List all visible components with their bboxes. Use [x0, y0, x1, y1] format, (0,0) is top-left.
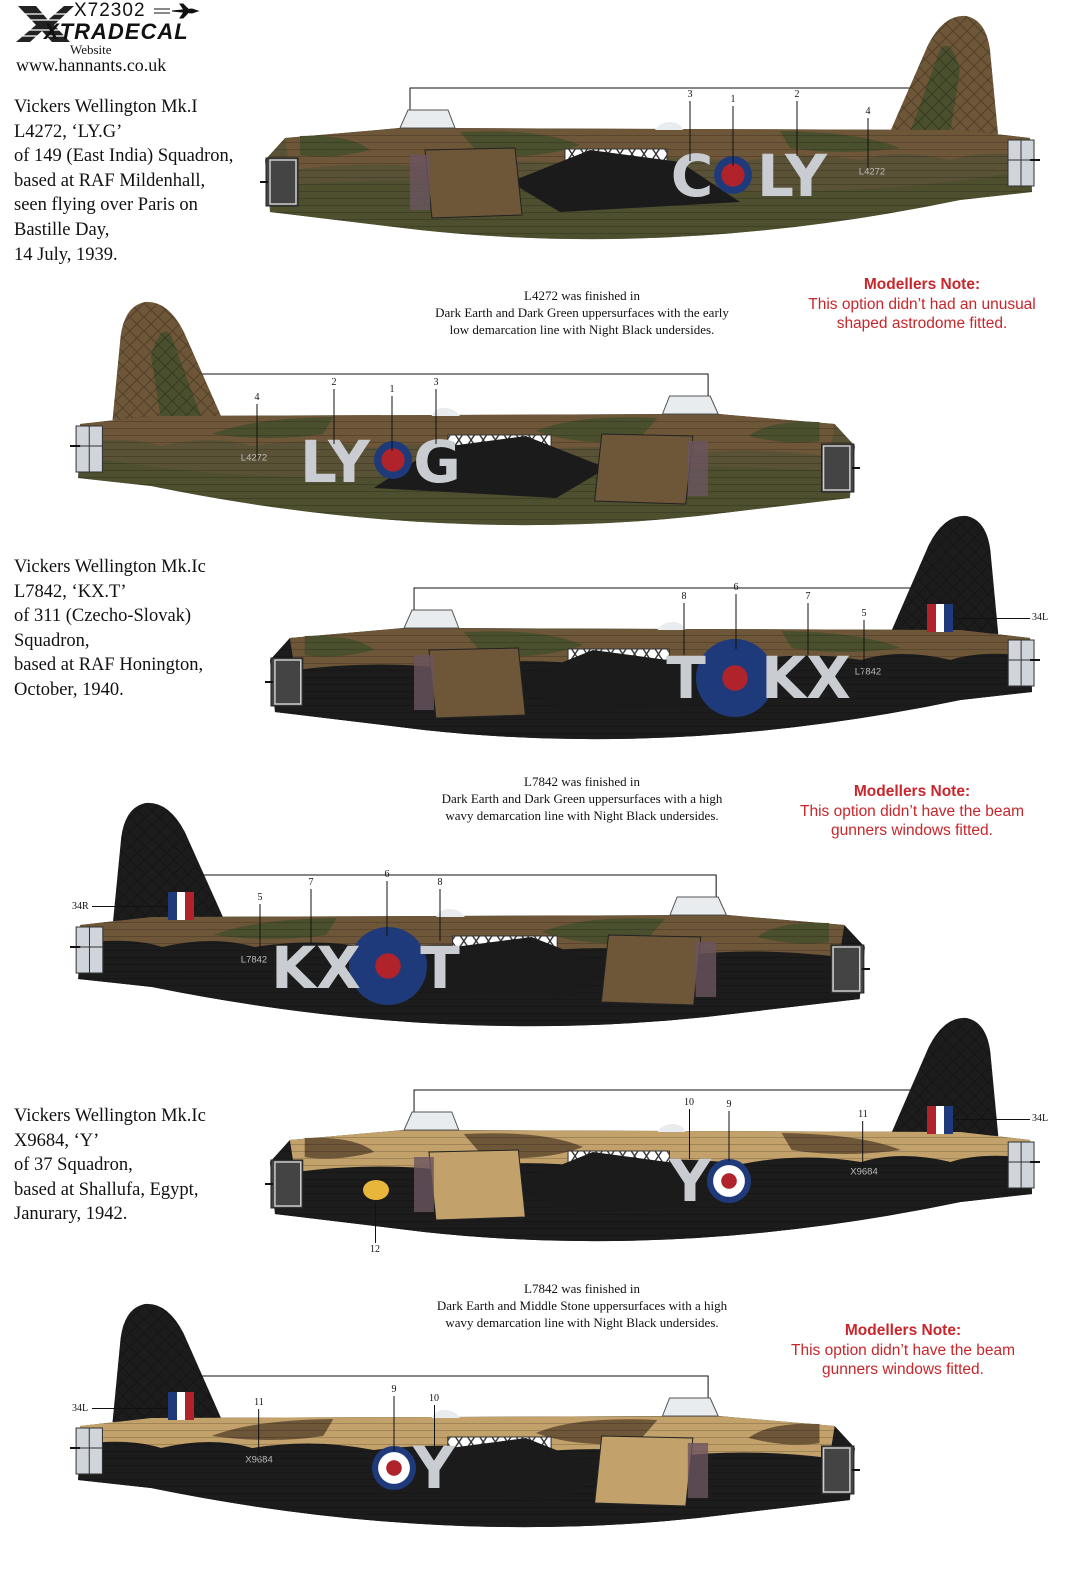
wellington-profile-illustration	[70, 301, 860, 526]
profile-option-2-starboard	[265, 510, 1040, 740]
website-label: Website	[70, 42, 112, 57]
callout: 2	[332, 377, 337, 444]
code-letter: C	[670, 142, 714, 210]
roundel	[696, 639, 774, 717]
note-text: This option didn’t have the beam gunners…	[799, 802, 1025, 840]
option-2-description: Vickers Wellington Mk.Ic L7842, ‘KX.T’ o…	[14, 557, 206, 700]
wellington-profile-illustration	[70, 1303, 860, 1528]
code-letters: LY	[300, 428, 370, 496]
serial-number: X9684	[245, 1454, 273, 1466]
profile-option-3-port	[70, 1298, 860, 1528]
profile-option-1-starboard	[260, 10, 1040, 240]
callout: 11	[858, 1109, 868, 1169]
code-letter: G	[413, 428, 461, 496]
note-text: This option didn’t had an unusual shaped…	[808, 295, 1036, 333]
code-letter: T	[666, 644, 706, 712]
callout: 5	[862, 608, 867, 670]
fin-flash	[927, 1106, 954, 1134]
x-logo-icon	[14, 6, 74, 42]
callout: 9	[392, 1384, 397, 1451]
callout: 5	[258, 892, 263, 954]
callout: 11	[254, 1397, 264, 1459]
serial-number: L7842	[240, 954, 268, 966]
fin-flash-label: 34L	[1032, 1113, 1049, 1124]
website-url[interactable]: www.hannants.co.uk	[16, 55, 167, 75]
callout: 2	[795, 89, 800, 156]
brand-logo: X72302 XTRADECAL	[14, 0, 204, 44]
code-letter: T	[420, 934, 460, 1002]
callout: 9	[727, 1099, 732, 1161]
fin-flash-label: 34R	[72, 901, 89, 912]
callout: 6	[385, 869, 390, 936]
option-1-finish-note: L4272 was finished in Dark Earth and Dar…	[435, 288, 729, 337]
note-title: Modellers Note:	[863, 276, 981, 293]
option-2-modellers-note: Modellers Note: This option didn’t have t…	[772, 782, 1052, 841]
callout: 6	[734, 582, 739, 649]
serial-number: L7842	[854, 666, 882, 678]
callout: 7	[806, 591, 811, 655]
jet-icon	[154, 3, 200, 19]
profile-option-2-port	[70, 797, 870, 1027]
callout: 4	[255, 392, 260, 459]
callout: 1	[731, 94, 736, 166]
callout: 7	[309, 877, 314, 944]
option-2-finish-note: L7842 was finished in Dark Earth and Dar…	[441, 774, 723, 823]
callout: 10	[684, 1097, 694, 1159]
code-letter: Y	[669, 1147, 711, 1215]
code-letters: KX	[271, 934, 361, 1002]
wellington-profile-illustration	[265, 515, 1040, 740]
option-1-modellers-note: Modellers Note: This option didn’t had an…	[782, 275, 1062, 334]
fin-flash	[168, 1392, 195, 1420]
callout: 8	[682, 591, 687, 655]
option-3-finish-note: L7842 was finished in Dark Earth and Mid…	[436, 1281, 728, 1330]
callout: 4	[866, 106, 871, 168]
serial-number: L4272	[858, 166, 886, 178]
option-3-modellers-note: Modellers Note: This option didn’t have t…	[763, 1321, 1043, 1380]
callout: 8	[438, 877, 443, 941]
fin-flash-label: 34L	[1032, 612, 1049, 623]
callout: 3	[434, 377, 439, 444]
callout: 3	[688, 89, 693, 161]
option-1-description: Vickers Wellington Mk.I L4272, ‘LY.G’ of…	[14, 97, 234, 265]
callout: 12	[370, 1203, 380, 1255]
profile-option-3-starboard	[265, 1012, 1040, 1242]
wellington-profile-illustration	[70, 802, 870, 1027]
note-title: Modellers Note:	[853, 783, 971, 800]
fin-flash	[168, 892, 195, 920]
roundel	[374, 441, 412, 479]
serial-number: X9684	[850, 1166, 878, 1178]
squadron-badge	[363, 1180, 389, 1200]
wellington-profile-illustration	[265, 1017, 1040, 1242]
profile-option-1-port	[70, 296, 860, 526]
serial-number: L4272	[240, 452, 268, 464]
code-letters: LY	[757, 142, 827, 210]
code-letters: KX	[761, 644, 851, 712]
note-title: Modellers Note:	[844, 1322, 962, 1339]
wellington-profile-illustration	[260, 15, 1040, 240]
callout: 1	[390, 384, 395, 451]
product-code: X72302	[74, 0, 146, 21]
roundel	[349, 927, 427, 1005]
brand-name: XTRADECAL	[44, 19, 189, 44]
option-3-description: Vickers Wellington Mk.Ic X9684, ‘Y’ of 3…	[14, 1106, 206, 1225]
callout: 10	[429, 1393, 439, 1450]
note-text: This option didn’t have the beam gunners…	[790, 1341, 1016, 1379]
fin-flash-label: 34L	[72, 1403, 89, 1414]
roundel	[372, 1446, 416, 1490]
fin-flash	[927, 604, 954, 632]
roundel	[707, 1159, 751, 1203]
